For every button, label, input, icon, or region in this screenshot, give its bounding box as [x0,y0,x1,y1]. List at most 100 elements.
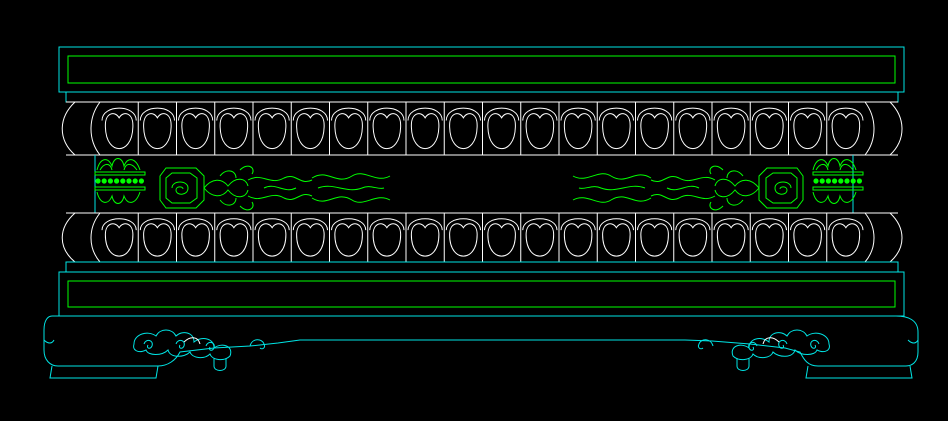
bead-right-bead [838,178,844,184]
upper-lotus-petal [104,113,134,150]
lower-lotus-petal-arch [139,218,175,231]
right-foot-notch [907,339,919,344]
lower-lotus-petal-arch [598,218,634,231]
upper-lotus-petal-arch [178,107,214,121]
upper-lotus-petal-arch [751,107,787,121]
lower-row-left-cap [61,212,76,263]
upper-lotus-petal-arch [713,107,749,121]
bead-left-bead [120,178,126,184]
scroll-ornament-left [159,165,391,211]
upper-lotus-petal [678,113,708,150]
lower-lotus-petal-arch [292,218,328,231]
lower-lotus-petal [181,223,210,257]
upper-lotus-petal-arch [331,107,367,121]
upper-lotus-petal [831,113,861,150]
bead-left-bead [126,178,132,184]
upper-lotus-petal [219,113,249,150]
lower-lotus-petal-arch [407,218,443,231]
bead-left-bead [101,178,107,184]
scroll-ornament-right [572,165,804,211]
lower-lotus-petal [372,223,402,257]
lower-lotus-petal-arch [751,218,787,231]
lower-lotus-petal [410,223,440,257]
bead-left-bead [132,178,138,184]
upper-lotus-petal [410,113,440,150]
upper-lotus-petal-arch [484,107,520,121]
lower-lotus-petal-arch [522,218,558,231]
cloud-scroll-left [133,329,265,371]
upper-lotus-petal [602,113,631,150]
upper-lotus-petal [755,113,784,150]
lower-lotus-petal [640,223,669,257]
lower-lotus-petal-arch [637,218,673,231]
lower-lotus-petal-arch [828,218,864,231]
bead-right-bead [832,178,838,184]
upper-lotus-petal [449,113,478,150]
bead-right-bead [813,178,819,184]
upper-lotus-petal-arch [216,107,252,121]
upper-lotus-petal [793,113,822,150]
upper-row-left-cap [61,101,76,156]
bead-row-left [95,178,144,184]
upper-lotus-petal-arch [407,107,443,121]
lower-lotus-petal [602,223,631,257]
upper-lotus-petal-arch [139,107,175,121]
cloud-scroll-right [698,329,830,371]
bead-row-right [813,178,863,184]
bead-left-bead [138,178,144,184]
left-foot-notch [43,339,55,344]
middle-waist-panel [94,155,864,213]
upper-row-left-cap-inner [90,101,101,156]
lower-lotus-petal [563,223,593,257]
bottom-plinth-band [58,261,905,317]
lower-row-right-cap-inner [864,212,875,263]
lower-lotus-petal-arch [713,218,749,231]
upper-lotus-petal [372,113,402,150]
lower-lotus-petal-arch [369,218,405,231]
upper-lotus-petal-arch [598,107,634,121]
lower-lotus-petal [793,223,822,257]
bead-right-bead [819,178,825,184]
upper-lotus-petal [296,113,325,150]
upper-lotus-petal-arch [254,107,290,121]
lotus-cluster-left [94,158,146,204]
upper-lotus-petal [716,113,746,150]
lower-lotus-petal-arch [675,218,711,231]
base-foot-outline [43,315,919,367]
lower-lotus-petal-arch [560,218,596,231]
right-foot-pad [805,365,913,379]
bead-right-bead [825,178,832,184]
upper-lotus-petal-arch [675,107,711,121]
upper-lotus-petal-arch [445,107,481,121]
lower-lotus-petal [257,223,287,257]
upper-lotus-petal-arch [828,107,864,121]
upper-lotus-petal-row [61,101,903,156]
upper-lotus-petal-arch [292,107,328,121]
lower-lotus-petal-arch [331,218,367,231]
upper-lotus-petal [525,113,555,150]
bead-left-bead [114,178,120,184]
lower-lotus-petal [449,223,478,257]
upper-lotus-petal [181,113,210,150]
upper-lotus-petal-arch [637,107,673,121]
lower-lotus-petal [755,223,784,257]
upper-lotus-petal-arch [369,107,405,121]
upper-lotus-petal-arch [790,107,826,121]
base-foot [43,315,919,379]
lower-lotus-petal [296,223,325,257]
upper-lotus-petal-arch [101,107,137,121]
lower-lotus-petal-arch [790,218,826,231]
upper-lotus-petal-arch [560,107,596,121]
lower-row-right-cap [889,212,903,263]
lower-lotus-petal-arch [178,218,214,231]
upper-lotus-petal [143,113,172,150]
lower-lotus-petal [487,223,516,257]
lower-lotus-petal [716,223,746,257]
bead-right-bead [850,178,856,184]
upper-lotus-petal [257,113,287,150]
upper-lotus-petal-arch [522,107,558,121]
lower-lotus-petal-arch [484,218,520,231]
